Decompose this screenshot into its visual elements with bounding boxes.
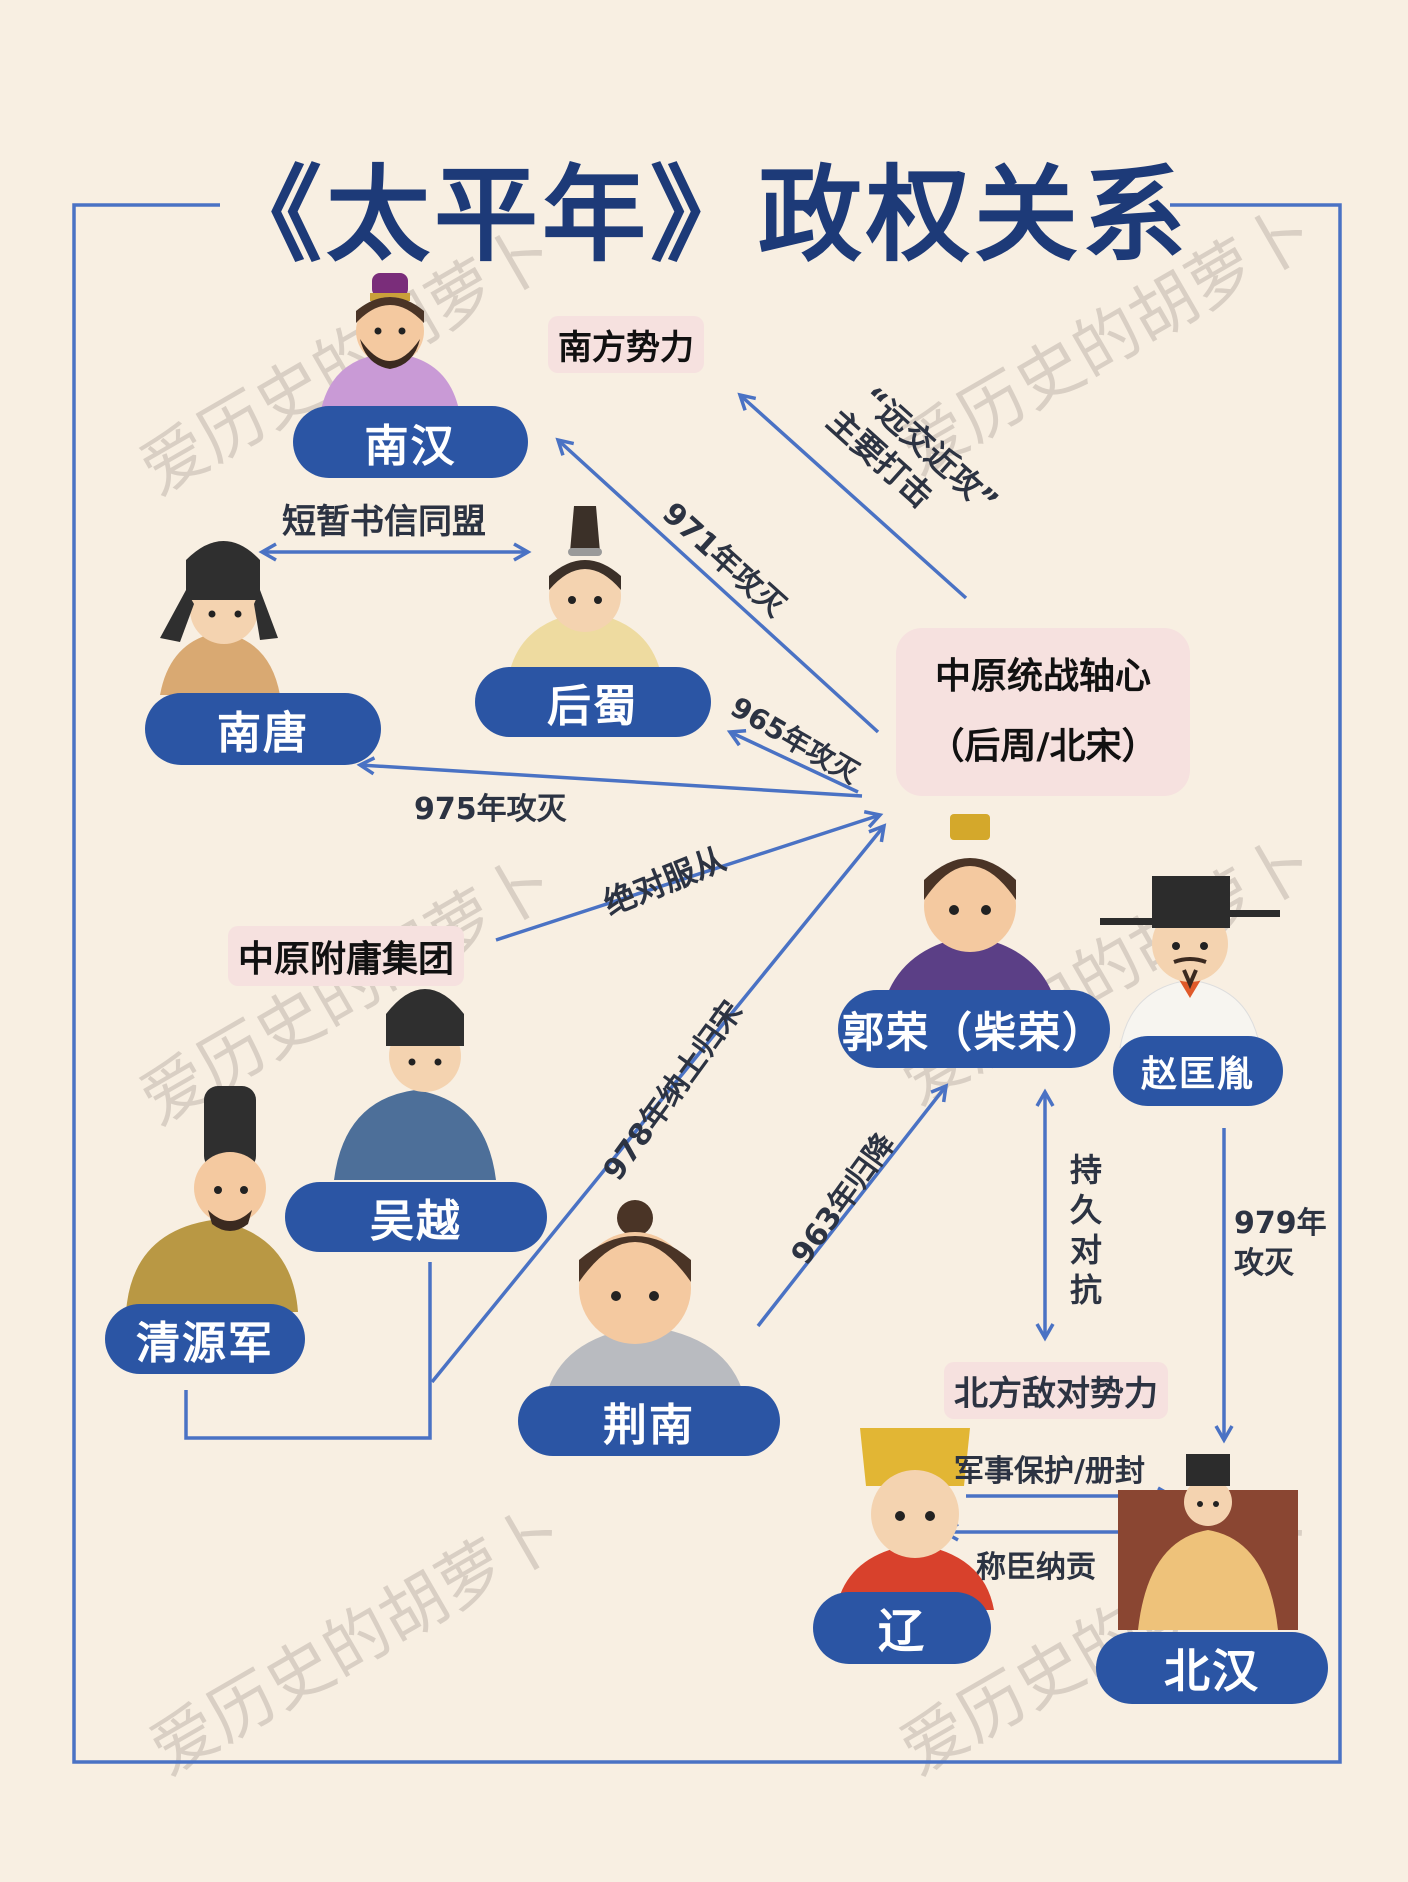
node-nanhan: 南汉 — [293, 406, 528, 478]
figure-guorong — [880, 814, 1060, 1020]
node-houshu: 后蜀 — [475, 667, 711, 737]
figure-nantang-ruler — [160, 541, 280, 695]
label-nantang-houshu-alliance: 短暂书信同盟 — [282, 502, 486, 542]
figure-houshu-ruler — [510, 506, 660, 670]
node-qingyuan: 清源军 — [105, 1304, 305, 1374]
page-title: 《太平年》政权关系 — [217, 154, 1190, 276]
section-label-vassals: 中原附庸集团 — [228, 926, 465, 986]
label-beihan-979-year: 979年 — [1234, 1206, 1327, 1241]
figure-nanhan-ruler — [320, 273, 460, 415]
node-guorong: 郭荣（柴荣） — [838, 990, 1110, 1068]
label-confront-char: 久 — [1070, 1191, 1103, 1229]
label-confront-char: 对 — [1070, 1231, 1103, 1269]
node-beihan: 北汉 — [1096, 1632, 1328, 1704]
label-confront-char: 抗 — [1070, 1271, 1103, 1309]
figure-zhao-kuangyin — [1100, 876, 1280, 1048]
figure-beihan-ruler — [1118, 1454, 1298, 1630]
label-confront-char: 持 — [1070, 1151, 1103, 1189]
central-axis-title: 中原统战轴心 — [934, 656, 1151, 697]
node-liao: 辽 — [813, 1592, 991, 1664]
label-long-confrontation: 持 久 对 抗 — [1070, 1150, 1102, 1310]
central-axis-subtitle: （后周/北宋） — [928, 726, 1158, 767]
figure-wuyue-ruler — [334, 989, 496, 1180]
node-nantang: 南唐 — [145, 693, 381, 765]
node-jingnan: 荆南 — [518, 1386, 780, 1456]
label-liao-protection: 军事保护/册封 — [954, 1454, 1145, 1489]
figure-qingyuan-general — [126, 1086, 298, 1312]
section-label-north: 北方敌对势力 — [944, 1362, 1168, 1419]
node-zhao-kuangyin: 赵匡胤 — [1113, 1036, 1283, 1106]
node-wuyue: 吴越 — [285, 1182, 547, 1252]
central-axis-box: 中原统战轴心 （后周/北宋） — [896, 628, 1190, 796]
section-label-south: 南方势力 — [548, 316, 704, 373]
figure-jingnan-ruler — [546, 1200, 744, 1396]
label-nantang-975: 975年攻灭 — [414, 792, 567, 827]
label-beihan-979: 979年 攻灭 — [1234, 1204, 1327, 1284]
label-beihan-979-action: 攻灭 — [1234, 1246, 1294, 1281]
label-beihan-tribute: 称臣纳贡 — [976, 1550, 1096, 1585]
